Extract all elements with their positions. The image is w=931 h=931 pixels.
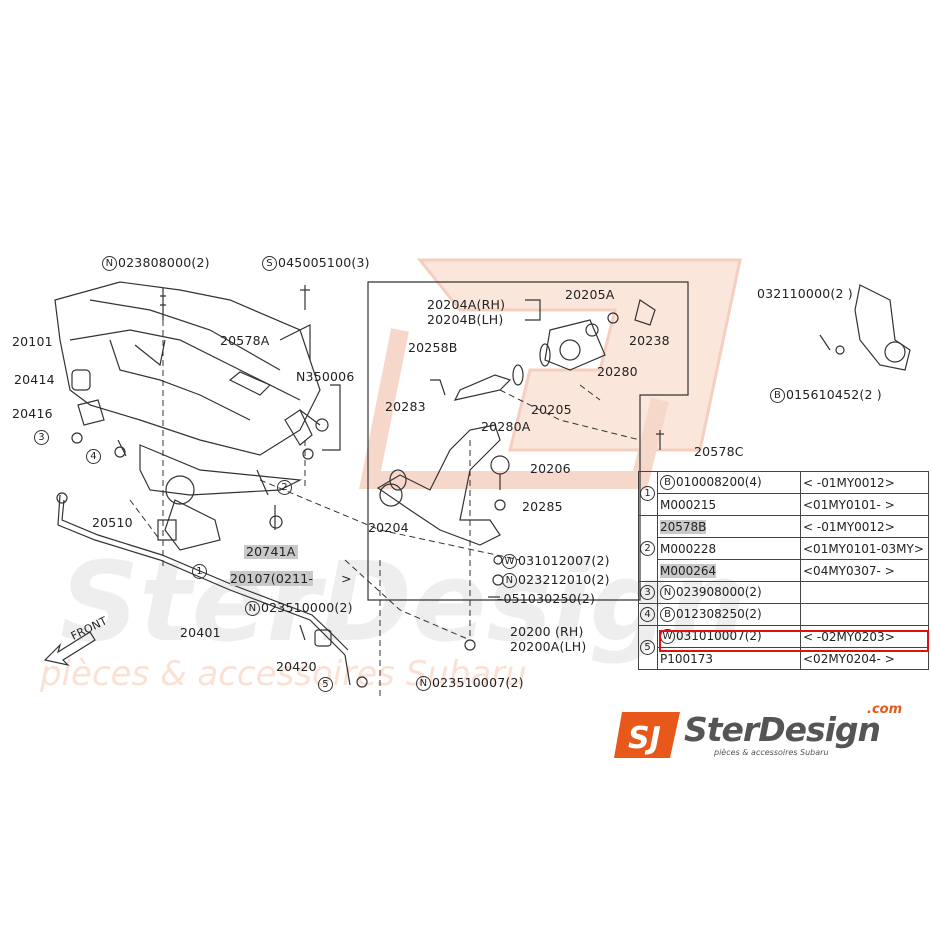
table-row: P100173<02MY0204- > bbox=[639, 647, 929, 670]
label-20204B: 20204B(LH) bbox=[427, 312, 504, 327]
date-range-cell bbox=[800, 603, 929, 626]
logo-domain: .com bbox=[867, 702, 903, 717]
label-032110000: 032110000(2 ) bbox=[757, 286, 853, 301]
watermark: SterDesign pièces & accessoires Subaru bbox=[40, 258, 747, 694]
label-20401: 20401 bbox=[180, 625, 221, 640]
part-code-cell: M000215 bbox=[657, 493, 801, 516]
label-20285: 20285 bbox=[522, 499, 563, 514]
callout-1: 1 bbox=[192, 564, 208, 579]
label-20206: 20206 bbox=[530, 461, 571, 476]
group-callout: 3 bbox=[638, 581, 658, 604]
label-20280: 20280 bbox=[597, 364, 638, 379]
date-range-cell: < -01MY0012> bbox=[800, 515, 929, 538]
group-callout: 5 bbox=[638, 625, 658, 670]
logo-tagline: pièces & accessoires Subaru bbox=[714, 748, 829, 757]
callout-3: 3 bbox=[34, 430, 50, 445]
label-20238: 20238 bbox=[629, 333, 670, 348]
label-20741A: 20741A bbox=[244, 544, 298, 559]
date-range-cell: <02MY0204- > bbox=[800, 647, 929, 670]
label-20204A: 20204A(RH) bbox=[427, 297, 506, 312]
part-code-cell: M000228 bbox=[657, 537, 801, 560]
group-callout: 2 bbox=[638, 515, 658, 582]
logo-mark: SJ bbox=[614, 712, 680, 758]
label-20205: 20205 bbox=[531, 402, 572, 417]
watermark-tagline: pièces & accessoires Subaru bbox=[40, 654, 527, 694]
date-range-cell: <04MY0307- > bbox=[800, 559, 929, 582]
label-20416: 20416 bbox=[12, 406, 53, 421]
group-callout: 1 bbox=[638, 471, 658, 516]
label-n350006: N350006 bbox=[296, 369, 355, 384]
label-20420: 20420 bbox=[276, 659, 317, 674]
part-code-cell: P100173 bbox=[657, 647, 801, 670]
logo-brand: SterDesign bbox=[684, 710, 881, 749]
label-20578C: 20578C bbox=[694, 444, 744, 459]
label-20200A: 20200A(LH) bbox=[510, 639, 587, 654]
label-20101: 20101 bbox=[12, 334, 53, 349]
watermark-brand: SterDesign bbox=[60, 538, 747, 666]
part-code-cell: 20578B bbox=[657, 515, 801, 538]
date-range-cell bbox=[800, 581, 929, 604]
label-20107: 20107(0211-> bbox=[230, 571, 352, 586]
label-20578A: 20578A bbox=[220, 333, 270, 348]
sterdesign-logo: SJ SterDesign .com pièces & accessoires … bbox=[612, 702, 912, 770]
table-row: M000228<01MY0101-03MY> bbox=[639, 537, 929, 560]
label-051030250: –051030250(2) bbox=[497, 591, 596, 606]
date-range-cell: <01MY0101-03MY> bbox=[800, 537, 929, 560]
table-row: M000264<04MY0307- > bbox=[639, 559, 929, 582]
logo-mark-text: SJ bbox=[628, 721, 661, 756]
callout-5: 5 bbox=[318, 677, 334, 692]
date-range-cell: < -01MY0012> bbox=[800, 471, 929, 494]
label-20205A: 20205A bbox=[565, 287, 615, 302]
label-20258B: 20258B bbox=[408, 340, 458, 355]
label-20204: 20204 bbox=[368, 520, 409, 535]
date-range-cell: <01MY0101- > bbox=[800, 493, 929, 516]
label-20414: 20414 bbox=[14, 372, 55, 387]
table-row: M000215<01MY0101- > bbox=[639, 493, 929, 516]
label-20200: 20200 (RH) bbox=[510, 624, 584, 639]
highlight-box bbox=[659, 630, 929, 652]
label-20510: 20510 bbox=[92, 515, 133, 530]
part-code-cell: M000264 bbox=[657, 559, 801, 582]
callout-4: 4 bbox=[86, 449, 102, 464]
label-20280A: 20280A bbox=[481, 419, 531, 434]
callout-2: 2 bbox=[277, 480, 293, 495]
label-20283: 20283 bbox=[385, 399, 426, 414]
group-callout: 4 bbox=[638, 603, 658, 626]
